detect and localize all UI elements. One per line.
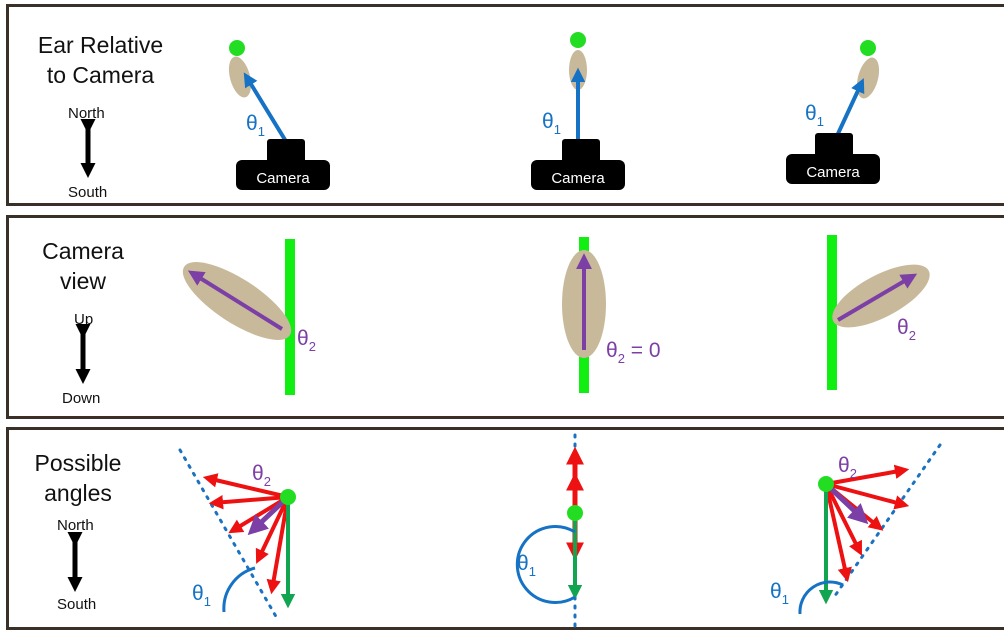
ear-shape <box>228 56 252 98</box>
camera-top <box>815 133 853 159</box>
ear-camera-center: Camera θ1 <box>531 32 625 190</box>
ear-dot <box>818 476 834 492</box>
theta1-label: θ1 <box>542 110 561 137</box>
red-arrow <box>202 473 289 499</box>
direction-arrow <box>187 270 284 331</box>
theta2-label: θ2 <box>297 327 316 354</box>
red-arrow <box>824 483 852 583</box>
camera-view-left: θ2 <box>182 239 316 395</box>
panel2-title: Camera view <box>42 238 124 294</box>
ear-dot <box>860 40 876 56</box>
camera-body <box>786 154 880 184</box>
camera-label: Camera <box>806 164 860 181</box>
panel2-up-label: Up <box>74 311 94 328</box>
theta1-arc <box>515 525 576 604</box>
purple-arrow <box>824 482 869 525</box>
panel1-north-label: North <box>68 105 105 122</box>
theta1-arc <box>222 566 256 613</box>
camera-label: Camera <box>256 170 310 187</box>
theta2-label: θ2 <box>252 462 271 489</box>
red-arrow <box>208 495 289 510</box>
ear-dot <box>229 40 245 56</box>
camera-top <box>267 139 305 165</box>
theta2-label: θ2 <box>897 316 916 343</box>
possible-angles-center: θ1 <box>515 433 584 628</box>
theta2-label: θ2 <box>838 454 857 481</box>
ear-dot <box>280 489 296 505</box>
ear-relative-panel <box>6 4 1004 206</box>
panel3-north-label: North <box>57 517 94 534</box>
theta1-label: θ1 <box>246 112 265 139</box>
panel3-title: Possible angles <box>34 450 122 506</box>
vertical-bar <box>285 239 295 395</box>
red-arrow <box>825 482 910 510</box>
camera-label: Camera <box>551 170 605 187</box>
possible-angles-left: θ2 θ1 <box>178 448 296 622</box>
dotted-line <box>178 448 280 622</box>
camera-top <box>562 139 600 165</box>
theta1-label: θ1 <box>805 102 824 129</box>
red-arrow <box>266 496 290 595</box>
camera-body <box>236 160 330 190</box>
ear-camera-left: Camera θ1 <box>228 40 330 190</box>
camera-view-right: θ2 <box>827 235 930 390</box>
purple-arrow <box>247 495 290 536</box>
theta2-zero-label: θ2 = 0 <box>606 339 661 366</box>
direction-arrow <box>834 78 865 139</box>
vertical-bar <box>827 235 837 390</box>
panel1-title: Ear Relative to Camera <box>37 32 164 88</box>
theta1-arc <box>798 580 844 615</box>
theta1-label: θ1 <box>517 552 536 579</box>
ear-dot <box>570 32 586 48</box>
panel2-down-label: Down <box>62 390 101 407</box>
ear-dot <box>567 505 583 521</box>
red-arrow <box>824 483 862 556</box>
possible-angles-right: θ2 θ1 <box>770 443 942 615</box>
camera-body <box>531 160 625 190</box>
camera-view-center: θ2 = 0 <box>562 237 661 393</box>
direction-arrow <box>836 273 918 322</box>
theta1-label: θ1 <box>192 582 211 609</box>
ear-camera-right: Camera θ1 <box>786 40 880 184</box>
red-arrow <box>825 464 910 486</box>
panel1-south-label: South <box>68 184 108 201</box>
panel3-south-label: South <box>57 596 97 613</box>
direction-arrow <box>243 72 289 145</box>
red-arrow <box>255 496 290 564</box>
theta1-label: θ1 <box>770 580 789 607</box>
